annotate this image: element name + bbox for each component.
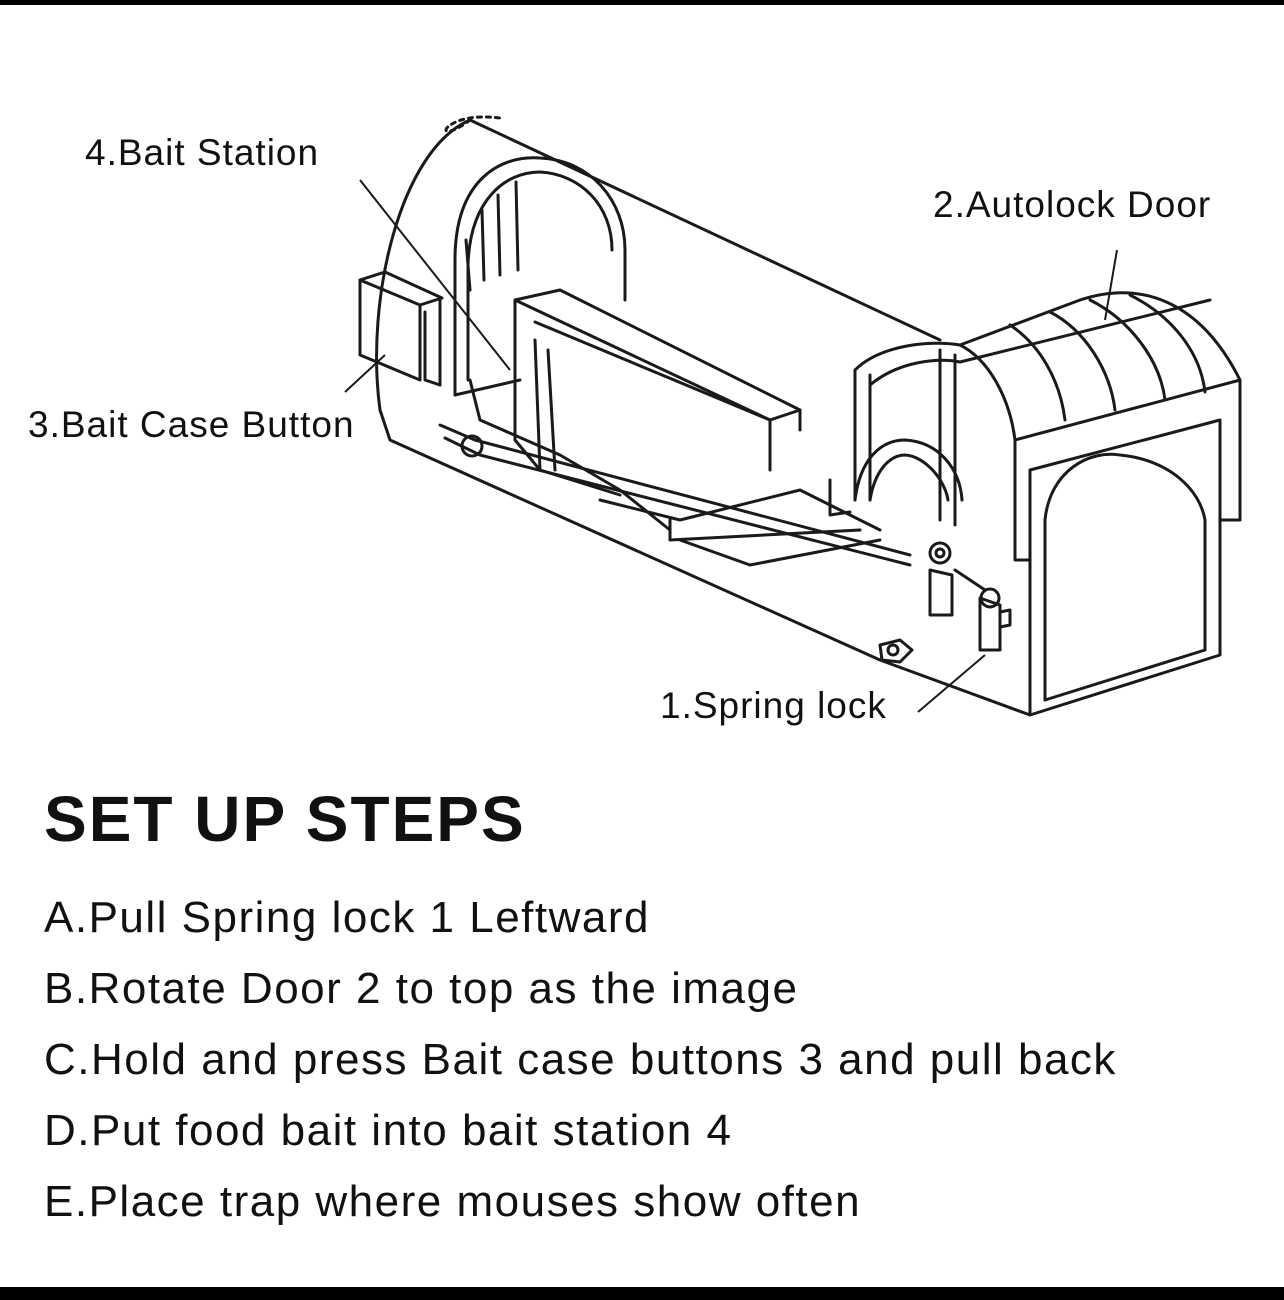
trap-body [375, 115, 1032, 717]
step-d: D.Put food bait into bait station 4 [44, 1106, 733, 1155]
step-e: E.Place trap where mouses show often [44, 1177, 862, 1226]
step-a: A.Pull Spring lock 1 Leftward [44, 893, 651, 942]
spring-lock-shape [928, 541, 1012, 652]
floor-plate [598, 488, 882, 567]
step-c: C.Hold and press Bait case buttons 3 and… [44, 1035, 1117, 1084]
callout-spring-lock: 1.Spring lock [660, 685, 887, 726]
screw-mounts [878, 638, 914, 664]
callout-bait-station: 4.Bait Station [85, 132, 320, 173]
step-b: B.Rotate Door 2 to top as the image [44, 964, 799, 1013]
bottom-border [0, 1287, 1284, 1300]
entrance-box [1013, 378, 1242, 717]
leader-button [344, 354, 386, 393]
top-border [0, 0, 1284, 5]
mouse-trap-diagram [344, 115, 1242, 717]
setup-steps-list: A.Pull Spring lock 1 Leftward B.Rotate D… [44, 890, 1117, 1245]
callout-autolock-door: 2.Autolock Door [933, 184, 1212, 225]
setup-heading: SET UP STEPS [44, 783, 526, 855]
bait-case-button-shape [358, 270, 444, 387]
linkage-rod [438, 423, 912, 567]
callout-bait-case-button: 3.Bait Case Button [28, 404, 355, 445]
rear-arch [453, 156, 627, 397]
autolock-door-shape [853, 291, 1242, 527]
leader-autolock [1104, 249, 1118, 321]
leader-bait-station [359, 179, 511, 371]
leader-spring [917, 654, 986, 713]
